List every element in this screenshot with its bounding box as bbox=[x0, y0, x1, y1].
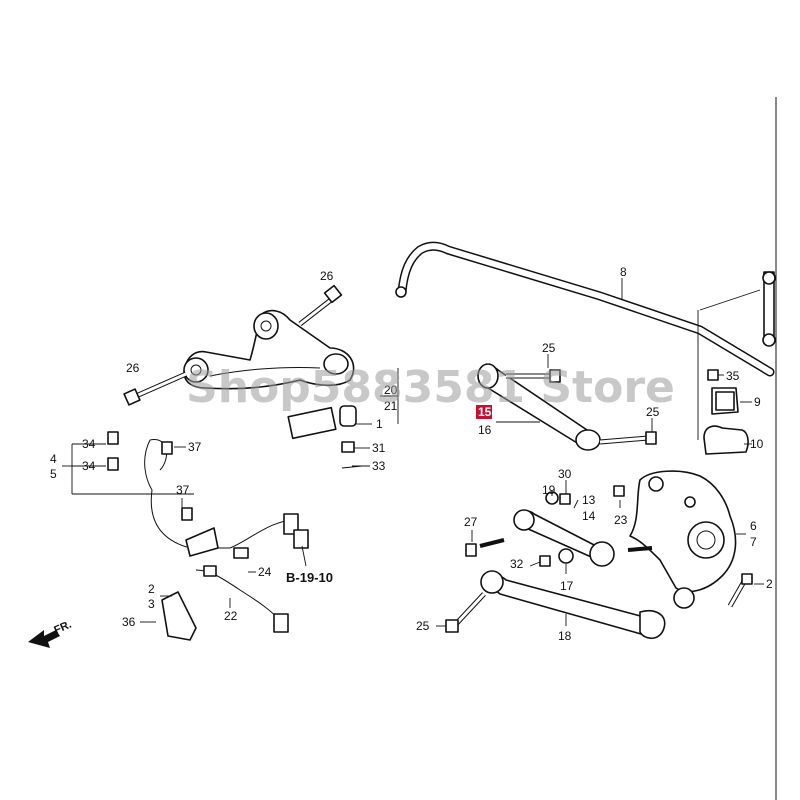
bolt-26-upper bbox=[298, 284, 343, 326]
callout-1: 1 bbox=[376, 417, 383, 431]
callout-14: 14 bbox=[582, 509, 596, 523]
callout-17: 17 bbox=[560, 579, 574, 593]
callout-22: 22 bbox=[224, 609, 238, 623]
callout-37a: 37 bbox=[188, 440, 202, 454]
nut-35 bbox=[707, 369, 719, 381]
callout-6: 6 bbox=[750, 519, 757, 533]
highlight-badge bbox=[476, 405, 492, 419]
stabilizer-bushing bbox=[711, 387, 739, 415]
callout-2b: 2 bbox=[766, 577, 773, 591]
callout-2: 2 bbox=[148, 582, 155, 596]
callout-labels: 8 9 10 35 26 26 20 21 1 31 33 34 34 4 5 … bbox=[50, 265, 773, 643]
brake-hose-assembly bbox=[107, 431, 309, 559]
callout-37b: 37 bbox=[176, 483, 190, 497]
abs-sensor-cable bbox=[195, 565, 289, 633]
callout-36: 36 bbox=[122, 615, 136, 629]
washer-bolts-lower bbox=[465, 485, 653, 567]
front-arrow: FR. bbox=[28, 619, 73, 648]
bolt-26-lower bbox=[123, 371, 188, 406]
callout-15: 15 bbox=[478, 405, 492, 419]
callout-26a: 26 bbox=[320, 269, 334, 283]
callout-20: 20 bbox=[384, 383, 398, 397]
callout-4: 4 bbox=[50, 452, 57, 466]
stabilizer-link bbox=[762, 271, 776, 347]
reference-label: B-19-10 bbox=[286, 570, 333, 585]
callout-33: 33 bbox=[372, 459, 386, 473]
callout-3: 3 bbox=[148, 597, 155, 611]
rear-knuckle bbox=[629, 470, 737, 593]
callout-25b: 25 bbox=[646, 405, 660, 419]
callout-30: 30 bbox=[558, 467, 572, 481]
callout-9: 9 bbox=[754, 395, 761, 409]
bolt-25-b bbox=[599, 431, 657, 445]
bolt-25-a bbox=[506, 369, 561, 383]
callout-23: 23 bbox=[614, 513, 628, 527]
callout-32: 32 bbox=[510, 557, 524, 571]
callout-21: 21 bbox=[384, 399, 398, 413]
front-arrow-icon bbox=[28, 630, 60, 648]
bushing-holder bbox=[703, 425, 749, 455]
leader-lines bbox=[62, 278, 764, 627]
sensor-bracket bbox=[161, 591, 197, 641]
callout-25c: 25 bbox=[416, 619, 430, 633]
upper-link-15-16 bbox=[477, 363, 601, 451]
stabilizer-bar bbox=[395, 241, 775, 377]
front-arrow-label: FR. bbox=[52, 619, 73, 637]
highlighted-callout-15: 15 bbox=[476, 405, 492, 419]
callout-34b: 34 bbox=[82, 459, 96, 473]
store-watermark: Shop5883581 Store bbox=[186, 362, 675, 413]
callout-35: 35 bbox=[726, 369, 740, 383]
callout-31: 31 bbox=[372, 441, 386, 455]
callout-24: 24 bbox=[258, 565, 272, 579]
control-arm-13-14 bbox=[513, 509, 615, 567]
callout-25a: 25 bbox=[542, 341, 556, 355]
callout-10: 10 bbox=[750, 437, 764, 451]
callout-5: 5 bbox=[50, 467, 57, 481]
upper-arm bbox=[183, 309, 355, 390]
callout-18: 18 bbox=[558, 629, 572, 643]
lower-link-18 bbox=[480, 570, 695, 640]
bolt-25-c bbox=[445, 592, 486, 633]
callout-26b: 26 bbox=[126, 361, 140, 375]
callout-7: 7 bbox=[750, 535, 757, 549]
ball-joint-boot-kit bbox=[287, 405, 363, 469]
callout-34a: 34 bbox=[82, 437, 96, 451]
bolt-right bbox=[727, 573, 753, 608]
callout-27: 27 bbox=[464, 515, 478, 529]
callout-16: 16 bbox=[478, 423, 492, 437]
callout-13: 13 bbox=[582, 493, 596, 507]
callout-19: 19 bbox=[542, 483, 556, 497]
callout-8: 8 bbox=[620, 265, 627, 279]
